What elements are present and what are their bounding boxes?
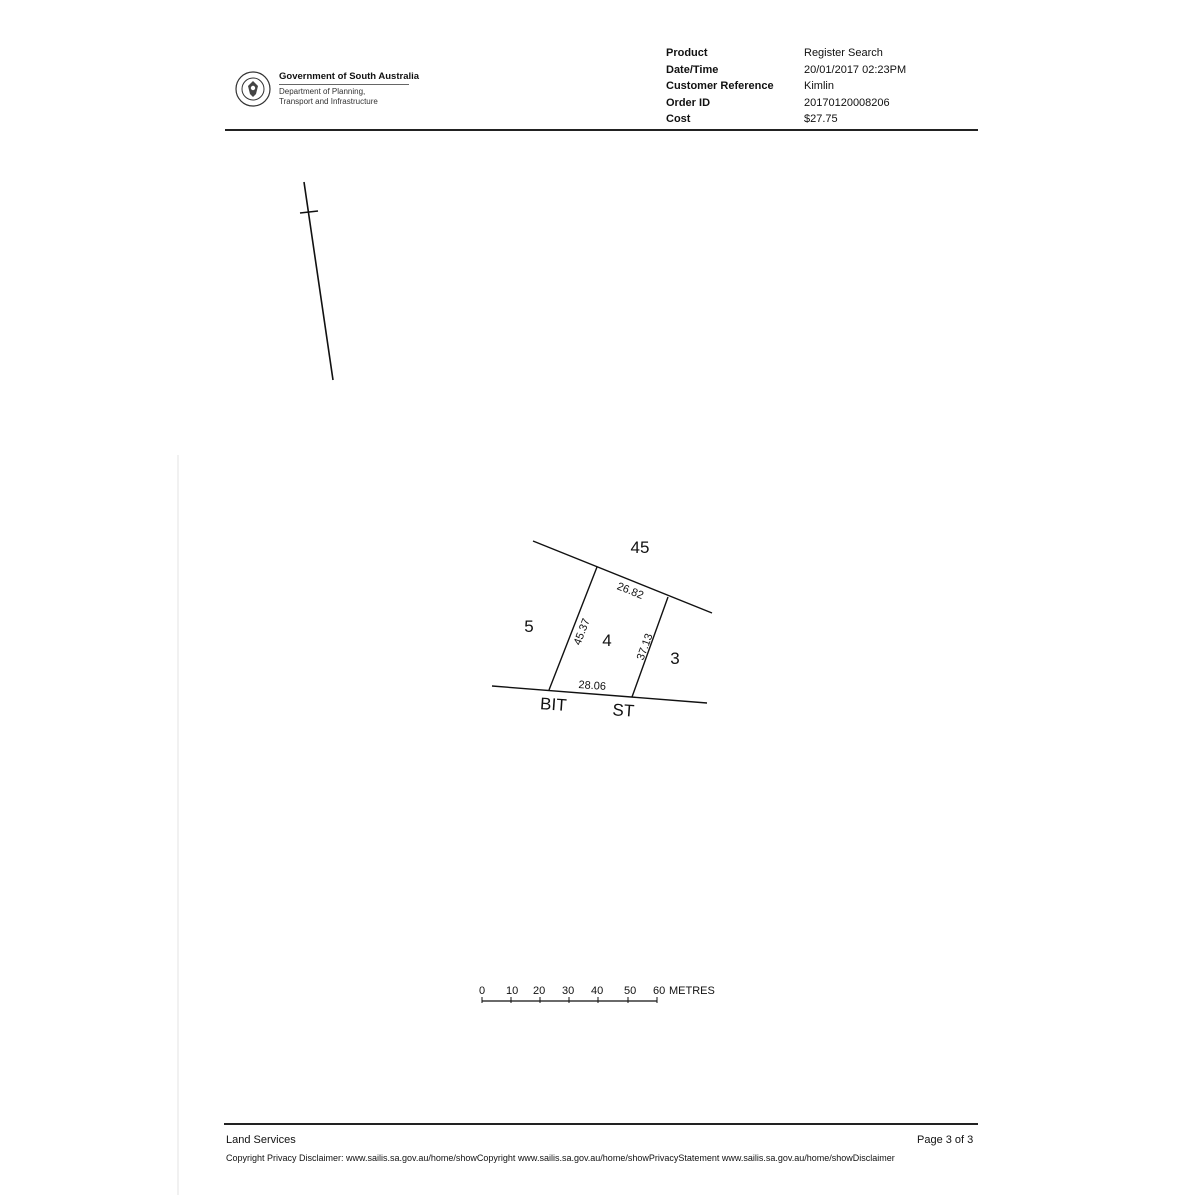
meta-value: Kimlin: [804, 80, 834, 92]
department-name: Department of Planning, Transport and In…: [279, 87, 419, 106]
scale-tick-label: 0: [479, 985, 486, 997]
meta-value: Register Search: [804, 47, 883, 59]
street-alignment-line: [491, 685, 708, 704]
meta-value: 20170120008206: [804, 96, 890, 109]
coat-of-arms-icon: [235, 71, 271, 107]
west-boundary-dimension: 45.37: [572, 617, 593, 647]
east-boundary-dimension: 37.13: [635, 632, 656, 662]
header-divider: [225, 129, 978, 131]
meta-label: Cost: [666, 113, 691, 125]
meta-row-product: Product Register Search: [666, 45, 906, 62]
meta-label: Product: [666, 47, 708, 59]
meta-value: $27.75: [804, 113, 838, 125]
north-arrow-icon: [299, 181, 334, 381]
scale-unit-label: METRES: [669, 985, 715, 997]
page-number: Page 3 of 3: [917, 1134, 974, 1146]
meta-label: Date/Time: [666, 63, 719, 76]
meta-row-order-id: Order ID 20170120008206: [666, 95, 906, 112]
footer-divider: [224, 1123, 978, 1125]
agency-logo-block: Government of South Australia Department…: [234, 70, 419, 110]
scale-tick-label: 10: [506, 985, 519, 997]
north-boundary-line: [532, 540, 713, 614]
south-boundary-dimension: 28.06: [578, 679, 606, 693]
department-line: Transport and Infrastructure: [279, 96, 378, 106]
meta-row-cost: Cost $27.75: [666, 111, 906, 128]
meta-row-customer-reference: Customer Reference Kimlin: [666, 78, 906, 95]
west-boundary-line: [548, 566, 598, 691]
scale-tick-label: 40: [591, 985, 604, 997]
street-name-label: BIT: [540, 694, 568, 715]
footer-service-name: Land Services: [226, 1134, 296, 1146]
meta-row-datetime: Date/Time 20/01/2017 02:23PM: [666, 62, 906, 79]
east-boundary-line: [631, 596, 669, 698]
agency-name: Government of South Australia: [279, 71, 420, 82]
meta-label: Order ID: [666, 96, 711, 109]
meta-value: 20/01/2017 02:23PM: [804, 63, 907, 76]
scale-tick-label: 20: [533, 985, 546, 997]
allotment-north-label: 45: [631, 538, 650, 557]
scale-bar: [481, 997, 658, 1003]
street-type-label: ST: [612, 700, 635, 720]
allotment-east-label: 3: [670, 649, 679, 668]
meta-label: Customer Reference: [666, 80, 774, 92]
order-metadata: Product Register Search Date/Time 20/01/20…: [666, 45, 906, 128]
footer-disclaimer: Copyright Privacy Disclaimer: www.sailis…: [226, 1153, 895, 1163]
scale-tick-label: 60: [653, 985, 666, 997]
allotment-subject-label: 4: [602, 631, 611, 650]
scale-tick-label: 30: [562, 985, 575, 997]
agency-divider: [279, 84, 409, 85]
department-line: Department of Planning,: [279, 87, 366, 96]
allotment-west-label: 5: [524, 617, 533, 636]
scale-tick-label: 50: [624, 985, 637, 997]
